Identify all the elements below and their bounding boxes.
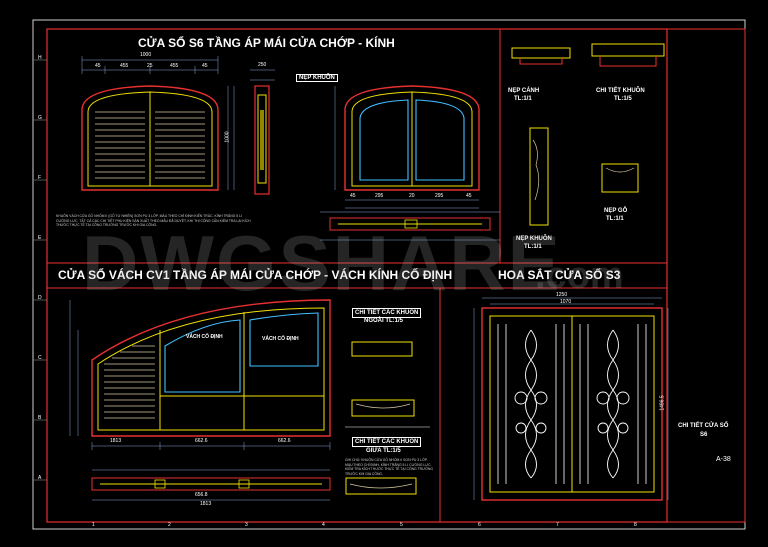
- s3-iron-grille: [473, 297, 669, 501]
- dim-cv1-5: 1813: [200, 501, 212, 507]
- grid-col-3: 3: [245, 522, 248, 528]
- label-khuon-giua-sub: GIỮA TL:1/5: [366, 448, 401, 454]
- dim-s6-d: 455: [170, 63, 179, 69]
- dim-s6-b4: 295: [435, 193, 444, 199]
- dim-s3-top: 1250: [556, 292, 568, 298]
- cv1-detail-khuon-ngoai: [351, 341, 415, 417]
- tag-nep-khuon: NẸP KHUÔN: [296, 74, 338, 82]
- grid-col-6: 6: [478, 522, 481, 528]
- s6-elevation-shutter: [81, 56, 235, 191]
- grid-row-C: C: [38, 355, 42, 361]
- grid-row-H: H: [38, 55, 42, 61]
- grid-row-A: A: [38, 475, 42, 481]
- cv1-elevation: [69, 299, 331, 450]
- dim-s6-b1: 45: [350, 193, 356, 199]
- label-chi-tiet-khuon-scale: TL:1/5: [614, 96, 632, 102]
- title-s6: CỬA SỔ S6 TẦNG ÁP MÁI CỬA CHỚP - KÍNH: [138, 36, 395, 50]
- dim-cv1-2: 662.6: [195, 438, 208, 444]
- detail-nep-khuon: [529, 127, 549, 226]
- grid-row-D: D: [38, 295, 42, 301]
- s6-section: [250, 69, 275, 195]
- sheet-number: A-38: [716, 456, 731, 463]
- dim-cv1-1: 1813: [110, 438, 122, 444]
- grid-col-4: 4: [322, 522, 325, 528]
- label-khuon-ngoai: CHI TIẾT CÁC KHUÔN: [352, 308, 422, 318]
- dim-s6-height: 1000: [224, 131, 231, 143]
- dim-s6-b2: 295: [375, 193, 384, 199]
- dim-s3-side: 1496.5: [659, 395, 666, 411]
- grid-col-5: 5: [400, 522, 403, 528]
- label-chi-tiet-khuon: CHI TIẾT KHUÔN: [596, 88, 645, 94]
- title-s3: HOA SẮT CỬA SỔ S3: [498, 268, 621, 282]
- grid-col-1: 1: [92, 522, 95, 528]
- label-nep-canh-scale: TL:1/1: [514, 96, 532, 102]
- grid-row-B: B: [38, 415, 42, 421]
- sheet-subtitle: S6: [700, 432, 708, 438]
- dim-s6-a: 45: [95, 63, 101, 69]
- watermark: DWGSHARE: [82, 219, 562, 307]
- grid-row-E: E: [38, 235, 42, 241]
- detail-chi-tiet-khuon-top: [591, 43, 665, 67]
- label-nep-khuon-scale: TL:1/1: [524, 244, 542, 250]
- dim-s6-b: 455: [120, 63, 129, 69]
- grid-col-8: 8: [634, 522, 637, 528]
- s6-plan-section: [320, 211, 500, 241]
- label-nep-go: NẸP GỖ: [604, 208, 628, 214]
- detail-nep-go: [601, 163, 639, 193]
- label-vach-co-dinh-1: VÁCH CỐ ĐỊNH: [186, 334, 223, 340]
- cv1-plan-section: [91, 469, 331, 501]
- label-vach-co-dinh-2: VÁCH CỐ ĐỊNH: [262, 336, 299, 342]
- dim-s6-e: 45: [202, 63, 208, 69]
- dim-s3-inner: 1070: [560, 299, 572, 305]
- label-nep-go-scale: TL:1/1: [606, 216, 624, 222]
- grid-row-F: F: [38, 175, 42, 181]
- dim-s6-b3: 20: [409, 193, 415, 199]
- title-cv1: CỬA SỔ VÁCH CV1 TẦNG ÁP MÁI CỬA CHỚP - V…: [58, 268, 453, 282]
- note-cv1: GHI CHÚ: KHUÔN CỬA GỖ NHÓM II SƠN PU 3 L…: [345, 458, 433, 476]
- dim-s6-overall: 1000: [140, 52, 152, 58]
- grid-col-7: 7: [556, 522, 559, 528]
- dim-s6-c: 25: [147, 63, 153, 69]
- label-nep-canh: NẸP CÁNH: [508, 88, 540, 94]
- s6-elevation-glass: [334, 85, 480, 209]
- cv1-detail-khuon-giua: [345, 477, 417, 495]
- dim-cv1-4: 656.8: [195, 492, 208, 498]
- sheet-title: CHI TIẾT CỬA SỔ: [678, 423, 729, 429]
- grid-row-G: G: [38, 115, 42, 121]
- detail-nep-canh: [511, 47, 571, 65]
- watermark-dotcom: .com: [535, 255, 624, 297]
- label-khuon-ngoai-sub: NGOÀI TL:1/5: [364, 318, 404, 324]
- label-khuon-giua: CHI TIẾT CÁC KHUÔN: [352, 437, 422, 447]
- note-s6: KHUÔN VÁCH CỬA GỖ NHÓM II (GỖ TỰ NHIÊN) …: [56, 214, 251, 228]
- dim-s6-section: 250: [258, 62, 267, 68]
- dim-cv1-3: 662.6: [278, 438, 291, 444]
- label-nep-khuon: NẸP KHUÔN: [516, 236, 552, 242]
- dim-s6-b5: 45: [466, 193, 472, 199]
- grid-col-2: 2: [168, 522, 171, 528]
